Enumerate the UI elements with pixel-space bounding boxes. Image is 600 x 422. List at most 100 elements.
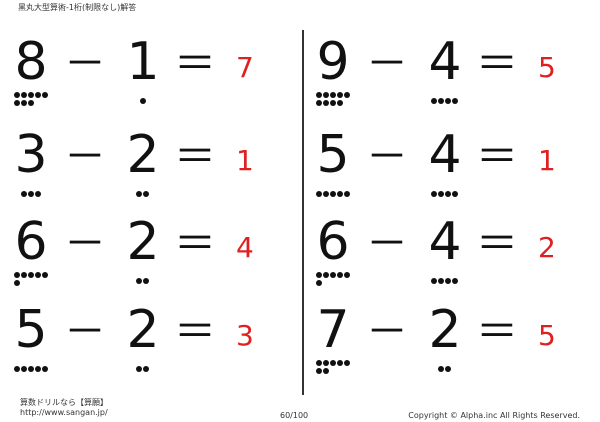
counting-dot: [329, 100, 336, 106]
minuend-digit: 7: [316, 300, 350, 360]
subtrahend-operand: 1: [120, 32, 170, 112]
subtrahend-counting-dots: [422, 272, 472, 292]
minuend-counting-dots: [8, 272, 58, 292]
counting-dot: [315, 100, 322, 106]
page-number: 60/100: [280, 411, 309, 420]
counting-dot: [34, 272, 41, 278]
counting-dot: [143, 366, 149, 372]
minus-sign: －: [64, 219, 107, 268]
counting-dot: [322, 368, 329, 374]
counting-dot: [13, 366, 20, 372]
minuend-counting-dots: [310, 92, 360, 112]
subtraction-problem: 8－1＝7: [8, 32, 288, 130]
subtrahend-digit: 2: [126, 212, 160, 272]
counting-dot: [336, 191, 343, 197]
minuend-counting-dots: [8, 360, 58, 380]
counting-dot: [329, 191, 336, 197]
counting-dot: [20, 366, 27, 372]
copyright-text: Copyright © Alpha.inc All Rights Reserve…: [408, 411, 580, 420]
counting-dot: [41, 92, 48, 98]
subtrahend-digit: 4: [428, 212, 462, 272]
counting-dot: [139, 98, 146, 104]
counting-dot: [20, 92, 27, 98]
counting-dot: [445, 278, 451, 284]
counting-dot: [452, 98, 458, 104]
minuend-operand: 8: [8, 32, 58, 112]
answer-value: 2: [538, 231, 556, 264]
counting-dot: [136, 278, 142, 284]
counting-dot: [13, 100, 20, 106]
subtraction-problem: 5－4＝1: [310, 125, 590, 223]
minuend-operand: 9: [310, 32, 360, 112]
subtrahend-counting-dots: [120, 360, 170, 380]
subtrahend-counting-dots: [422, 92, 472, 112]
counting-dot: [336, 92, 343, 98]
counting-dot: [20, 272, 27, 278]
counting-dot: [322, 191, 329, 197]
counting-dot: [329, 360, 336, 366]
minuend-operand: 3: [8, 125, 58, 205]
counting-dot: [27, 100, 34, 106]
counting-dot: [452, 278, 458, 284]
counting-dot: [34, 191, 41, 197]
counting-dot: [431, 98, 437, 104]
subtrahend-operand: 2: [120, 300, 170, 380]
subtrahend-operand: 2: [120, 125, 170, 203]
equals-sign: ＝: [174, 307, 217, 356]
counting-dot: [336, 272, 343, 278]
minus-sign: －: [366, 132, 409, 181]
counting-dot: [315, 280, 322, 286]
counting-dot: [322, 272, 329, 278]
subtrahend-operand: 2: [422, 300, 472, 378]
minuend-operand: 6: [310, 212, 360, 292]
answer-value: 5: [538, 51, 556, 84]
answer-value: 1: [538, 144, 556, 177]
counting-dot: [431, 278, 437, 284]
counting-dot: [315, 272, 322, 278]
counting-dot: [343, 360, 350, 366]
minus-sign: －: [366, 219, 409, 268]
minuend-counting-dots: [8, 92, 58, 112]
counting-dot: [322, 100, 329, 106]
minuend-digit: 8: [14, 32, 48, 92]
minuend-counting-dots: [310, 360, 360, 380]
counting-dot: [41, 366, 48, 372]
counting-dot: [343, 191, 350, 197]
counting-dot: [452, 191, 458, 197]
counting-dot: [27, 191, 34, 197]
minuend-digit: 9: [316, 32, 350, 92]
minuend-counting-dots: [8, 185, 58, 205]
footer-url[interactable]: http://www.sangan.jp/: [20, 408, 108, 417]
counting-dot: [27, 366, 34, 372]
counting-dot: [27, 92, 34, 98]
subtrahend-digit: 2: [126, 125, 160, 185]
subtraction-problem: 6－4＝2: [310, 212, 590, 310]
subtrahend-operand: 4: [422, 125, 472, 203]
counting-dot: [438, 366, 444, 372]
subtraction-problem: 3－2＝1: [8, 125, 288, 223]
counting-dot: [27, 272, 34, 278]
minuend-operand: 6: [8, 212, 58, 292]
counting-dot: [431, 191, 437, 197]
counting-dot: [336, 360, 343, 366]
equals-sign: ＝: [174, 132, 217, 181]
answer-value: 4: [236, 231, 254, 264]
counting-dot: [322, 360, 329, 366]
counting-dot: [445, 366, 451, 372]
minuend-counting-dots: [310, 272, 360, 292]
equals-sign: ＝: [174, 39, 217, 88]
subtrahend-digit: 1: [126, 32, 160, 92]
subtraction-problem: 9－4＝5: [310, 32, 590, 130]
counting-dot: [143, 278, 149, 284]
subtrahend-operand: 4: [422, 212, 472, 292]
minuend-operand: 7: [310, 300, 360, 380]
subtrahend-counting-dots: [120, 92, 170, 112]
answer-value: 1: [236, 144, 254, 177]
counting-dot: [336, 100, 343, 106]
minuend-operand: 5: [310, 125, 360, 203]
subtraction-problem: 5－2＝3: [8, 300, 288, 398]
counting-dot: [343, 92, 350, 98]
counting-dot: [445, 191, 451, 197]
minuend-operand: 5: [8, 300, 58, 380]
subtrahend-operand: 2: [120, 212, 170, 290]
